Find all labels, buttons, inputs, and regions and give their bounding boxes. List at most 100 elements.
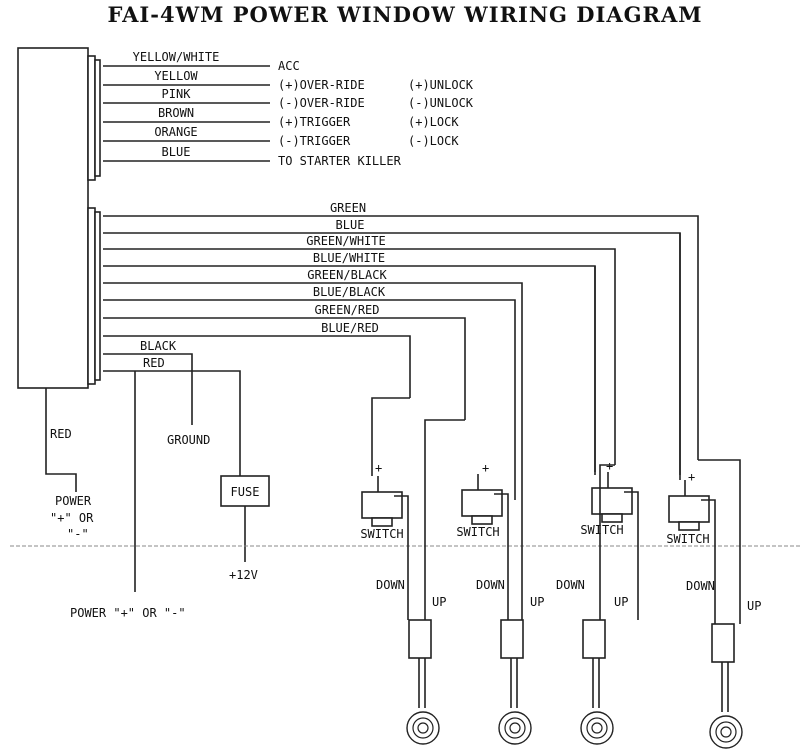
window-wire-label: BLUE/BLACK	[313, 285, 386, 299]
top-wire-function2-label: (+)UNLOCK	[408, 78, 474, 92]
switch-feed-wire	[698, 459, 741, 624]
up-label: UP	[530, 595, 544, 609]
window-wire-line	[103, 248, 616, 465]
up-label: UP	[614, 595, 628, 609]
red-wire-label: RED	[143, 356, 165, 370]
top-wire-color-label: YELLOW/WHITE	[133, 50, 220, 64]
ground-label-1: GROUND	[167, 433, 210, 447]
window-wire-label: GREEN/WHITE	[306, 234, 385, 248]
top-wire-function2-label: (-)UNLOCK	[408, 96, 474, 110]
gear-hub	[509, 722, 521, 734]
gear-inner	[586, 717, 608, 739]
switch-label: SWITCH	[580, 523, 623, 537]
window-wire-line	[103, 317, 466, 420]
fuse-label: FUSE	[231, 485, 260, 499]
gear-icon	[709, 715, 743, 749]
window-wire-label: GREEN	[330, 201, 366, 215]
top-wire-color-label: YELLOW	[154, 69, 198, 83]
window-wire-group: GREEN BLUE GREEN/WHITE BLUE/WHITE GREEN/BLAC…	[103, 201, 699, 500]
down-label: DOWN	[376, 578, 405, 592]
top-wire-color-label: BLUE	[162, 145, 191, 159]
gear-hub	[417, 722, 429, 734]
switch-lead-up	[624, 491, 639, 620]
switch-lead-up	[394, 495, 409, 620]
switch-label: SWITCH	[360, 527, 403, 541]
top-wire-function-label: (+)OVER-RIDE	[278, 78, 365, 92]
top-wire-function-label: (-)OVER-RIDE	[278, 96, 365, 110]
window-wire-line	[103, 282, 523, 490]
gear-hub	[720, 726, 732, 738]
gear-inner	[504, 717, 526, 739]
left-red-label: RED	[50, 427, 72, 441]
gear-icon	[498, 711, 532, 745]
switch-unit: + SWITCH DOWN UP	[666, 470, 761, 749]
fuse-box	[220, 475, 270, 507]
power-bottom-label: POWER "+" OR "-"	[70, 606, 186, 620]
top-wire-function-label: TO STARTER KILLER	[278, 154, 402, 168]
module-box	[17, 47, 89, 389]
window-wire-label: BLUE/RED	[321, 321, 379, 335]
window-wire-label: GREEN/RED	[314, 303, 379, 317]
switch-feed-wire	[599, 464, 615, 620]
window-wire-label: BLUE/WHITE	[313, 251, 385, 265]
down-label: DOWN	[686, 579, 715, 593]
power-left-2: "+" OR	[50, 511, 94, 525]
top-wire-color-label: BROWN	[158, 106, 194, 120]
connector-top-inner	[94, 59, 101, 177]
gear-hub	[591, 722, 603, 734]
switch-plus-label: +	[482, 461, 489, 475]
page-title: FAI-4WM POWER WINDOW WIRING DIAGRAM	[107, 2, 702, 27]
gear-icon	[406, 711, 440, 745]
top-wire-function2-label: (-)LOCK	[408, 134, 459, 148]
top-wire-function-label: (-)TRIGGER	[278, 134, 351, 148]
connector-top	[87, 55, 96, 181]
switch-unit: + SWITCH DOWN UP	[556, 459, 639, 745]
top-wire-group: YELLOW/WHITE ACC YELLOW (+)OVER-RIDE (+)UNLO…	[103, 50, 474, 168]
top-wire-function-label: ACC	[278, 59, 300, 73]
switch-stem	[678, 521, 700, 531]
switch-label: SWITCH	[456, 525, 499, 539]
window-wire-label: GREEN/BLACK	[307, 268, 387, 282]
down-label: DOWN	[476, 578, 505, 592]
connector-bottom-inner	[94, 211, 101, 381]
red-wire-line	[103, 370, 241, 476]
switch-plus-label: +	[688, 470, 695, 484]
switch-lead-up	[701, 499, 716, 624]
switch-unit: + SWITCH DOWN UP	[456, 461, 544, 745]
gear-icon	[580, 711, 614, 745]
switch-plus-label: +	[606, 459, 613, 473]
switch-stem	[601, 513, 623, 523]
black-wire-label: BLACK	[140, 339, 177, 353]
top-wire-color-label: PINK	[162, 87, 192, 101]
v12-label: +12V	[229, 568, 258, 582]
top-wire-function2-label: (+)LOCK	[408, 115, 459, 129]
motor-body	[500, 619, 524, 659]
up-label: UP	[747, 599, 761, 613]
switch-feed-wire	[371, 397, 410, 476]
switch-stem	[471, 515, 493, 525]
window-wire-label: BLUE	[336, 218, 365, 232]
switch-stem	[371, 517, 393, 527]
gear-inner	[412, 717, 434, 739]
top-wire-color-label: ORANGE	[154, 125, 197, 139]
gear-inner	[715, 721, 737, 743]
switch-label: SWITCH	[666, 532, 709, 546]
switch-feed-wire	[424, 419, 465, 620]
motor-body	[582, 619, 606, 659]
motor-body	[408, 619, 432, 659]
window-wire-line	[103, 299, 516, 500]
black-wire: BLACK GROUND	[103, 339, 210, 447]
window-wire-line	[103, 335, 411, 398]
connector-bottom	[87, 207, 96, 385]
left-red-wire	[45, 388, 77, 492]
black-wire-line	[103, 353, 193, 425]
switch-lead-up	[494, 493, 509, 620]
switch-body	[361, 491, 403, 519]
up-label: UP	[432, 595, 446, 609]
down-label: DOWN	[556, 578, 585, 592]
top-wire-function-label: (+)TRIGGER	[278, 115, 351, 129]
red-wire: RED FUSE +12V	[103, 356, 270, 582]
power-left-1: POWER	[55, 494, 92, 508]
